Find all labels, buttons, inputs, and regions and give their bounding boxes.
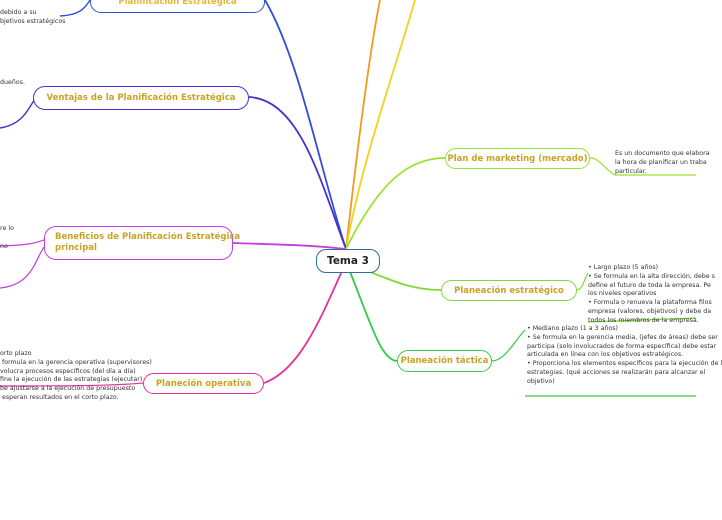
- sub-connector-estrategica: [576, 272, 589, 291]
- topic-beneficios[interactable]: Beneficios de Planificación Estratégica …: [44, 226, 240, 260]
- topic-planeacion-tactica[interactable]: Planeación táctica: [397, 350, 492, 372]
- connector-operativa: [263, 261, 347, 384]
- note-tactica: • Mediano plazo (1 a 3 años) • Se formul…: [527, 325, 722, 385]
- sub-connector-operativa: [0, 382, 144, 387]
- central-topic[interactable]: Tema 3: [316, 249, 380, 273]
- topic-planeacion-estrategica[interactable]: Planeación estratégico: [441, 280, 577, 301]
- connector-beneficios: [232, 242, 347, 250]
- note-planificacion: debido a su bjetivos estratégicos: [0, 9, 66, 25]
- connector-planificacion: [264, 0, 347, 250]
- connector-marketing: [345, 157, 446, 250]
- topic-plan-marketing[interactable]: Plan de marketing (mercado): [445, 148, 590, 169]
- note-marketing: Es un documento que elabora la hora de p…: [615, 150, 710, 175]
- connector-ventajas: [248, 96, 347, 250]
- estrategica-underline: [587, 317, 697, 323]
- note-beneficios: re lo no: [0, 225, 14, 250]
- topic-planeacion-operativa[interactable]: Planeción operativa: [143, 373, 264, 394]
- sub-connector-tactica: [491, 329, 526, 362]
- topic-ventajas[interactable]: Ventajas de la Planificación Estratégica: [33, 86, 249, 110]
- sub-connector-marketing: [589, 157, 616, 176]
- note-operativa: orto plazo formula en la gerencia operat…: [0, 350, 152, 401]
- note-ventajas: dueños.: [0, 79, 25, 86]
- mind-map-canvas: [0, 0, 697, 397]
- note-estrategica: • Largo plazo (5 años) • Se formula en l…: [588, 264, 715, 324]
- connector-tactica: [345, 261, 398, 362]
- connector-orange: [345, 0, 381, 250]
- connector-yellow: [345, 0, 416, 250]
- sub-connector-beneficios-1: [0, 239, 45, 247]
- sub-connector-beneficios-2: [0, 246, 45, 289]
- sub-connector-ventajas: [0, 96, 39, 129]
- topic-planificacion-estrategica[interactable]: Planificación Estratégica: [90, 0, 265, 13]
- sub-connector-planificacion: [59, 0, 91, 17]
